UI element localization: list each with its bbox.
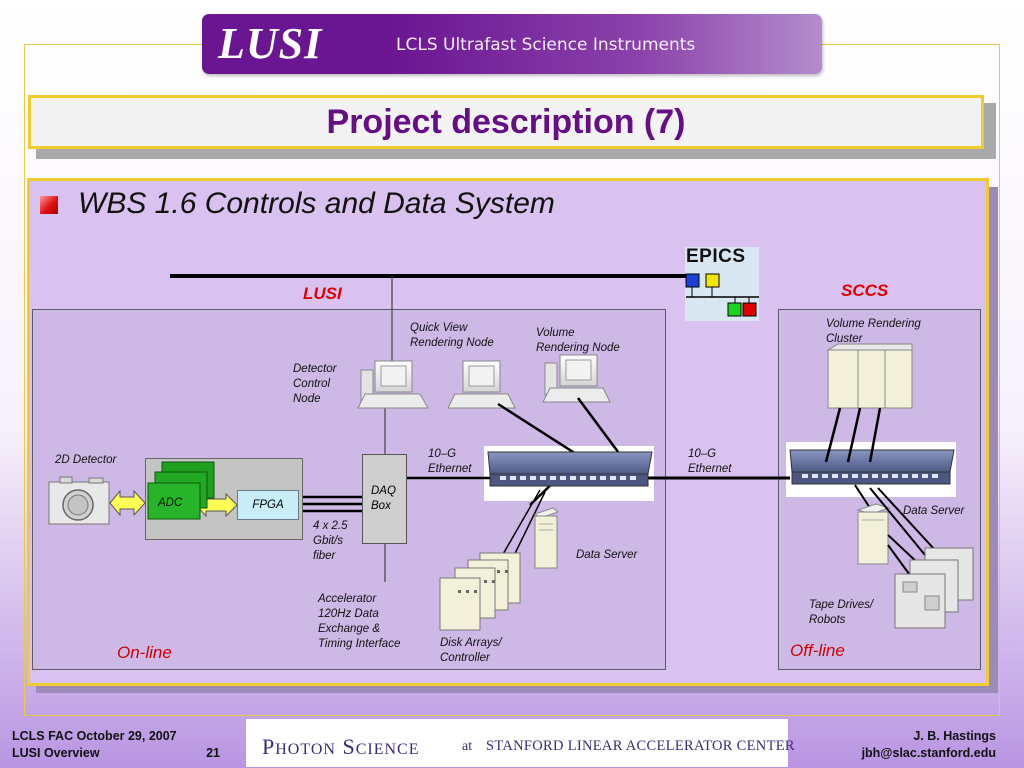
data-server-left-icon xyxy=(533,507,560,569)
volume-cluster-label: Volume Rendering Cluster xyxy=(826,318,921,345)
slac-label: STANFORD LINEAR ACCELERATOR CENTER xyxy=(486,738,795,754)
epics-network-icon xyxy=(685,273,759,317)
footer-event: LCLS FAC October 29, 2007 xyxy=(12,729,177,743)
footer-overview-row: LUSI Overview 21 xyxy=(12,745,220,762)
detector-control-computer-icon xyxy=(357,360,429,409)
lusi-logo: LUSI xyxy=(218,19,323,68)
data-server-left-label: Data Server xyxy=(576,549,638,561)
section-heading: WBS 1.6 Controls and Data System xyxy=(78,187,555,220)
detector-camera-icon xyxy=(48,476,110,525)
fpga-box: FPGA xyxy=(237,490,299,520)
bullet-icon xyxy=(40,196,58,214)
offline-label: Off-line xyxy=(790,641,845,660)
email: jbh@slac.stanford.edu xyxy=(861,746,996,760)
lusi-header: LUSI xyxy=(303,284,342,303)
tape-drives-icon xyxy=(894,547,974,629)
data-server-right-label: Data Server xyxy=(903,505,965,517)
ethernet-right-label: 10–G Ethernet xyxy=(688,448,732,475)
daq-label: DAQ Box xyxy=(371,485,396,512)
network-switch-left-icon xyxy=(487,451,653,487)
author: J. B. Hastings xyxy=(913,729,996,743)
footer-at: at xyxy=(462,739,473,754)
science-initial: S xyxy=(342,734,356,759)
photon-initial: P xyxy=(262,734,276,759)
ethernet-left-label: 10–G Ethernet xyxy=(428,448,472,475)
daq-box xyxy=(362,454,407,544)
accelerator-label: Accelerator 120Hz Data Exchange & Timing… xyxy=(318,593,401,650)
disk-arrays-icon xyxy=(439,552,521,631)
footer-right: J. B. Hastings jbh@slac.stanford.edu xyxy=(862,728,996,762)
slide-title: Project description (7) xyxy=(28,95,984,149)
sccs-header: SCCS xyxy=(841,281,889,300)
banner-subtitle: LCLS Ultrafast Science Instruments xyxy=(396,35,696,55)
footer-left: LCLS FAC October 29, 2007 LUSI Overview … xyxy=(12,728,220,762)
volume-node-computer-icon xyxy=(542,354,611,403)
data-server-right-icon xyxy=(856,503,891,565)
fiber-lines xyxy=(303,495,362,513)
photon-rest: HOTON xyxy=(275,741,336,758)
footer-band xyxy=(246,719,788,767)
volume-node-label: Volume Rendering Node xyxy=(536,327,620,354)
online-label: On-line xyxy=(117,643,172,662)
quick-view-computer-icon xyxy=(447,360,516,409)
fiber-label: 4 x 2.5 Gbit/s fiber xyxy=(313,520,348,562)
network-switch-right-icon xyxy=(789,449,955,485)
header-banner xyxy=(202,14,822,74)
rendering-cluster-icon xyxy=(826,343,913,409)
disk-arrays-label: Disk Arrays/ Controller xyxy=(440,637,502,664)
tape-drives-label: Tape Drives/ Robots xyxy=(809,599,874,626)
adc-label: ADC xyxy=(158,497,183,509)
detector-label: 2D Detector xyxy=(55,454,117,466)
detector-control-label: Detector Control Node xyxy=(293,363,337,405)
page-number: 21 xyxy=(206,746,220,760)
adc-boards-icon xyxy=(147,461,215,520)
footer-overview: LUSI Overview xyxy=(12,746,100,760)
quick-view-label: Quick View Rendering Node xyxy=(410,322,494,349)
science-rest: CIENCE xyxy=(355,741,420,758)
epics-label: EPICS xyxy=(686,246,746,267)
photon-science-logo: PHOTON SCIENCE xyxy=(262,734,419,760)
